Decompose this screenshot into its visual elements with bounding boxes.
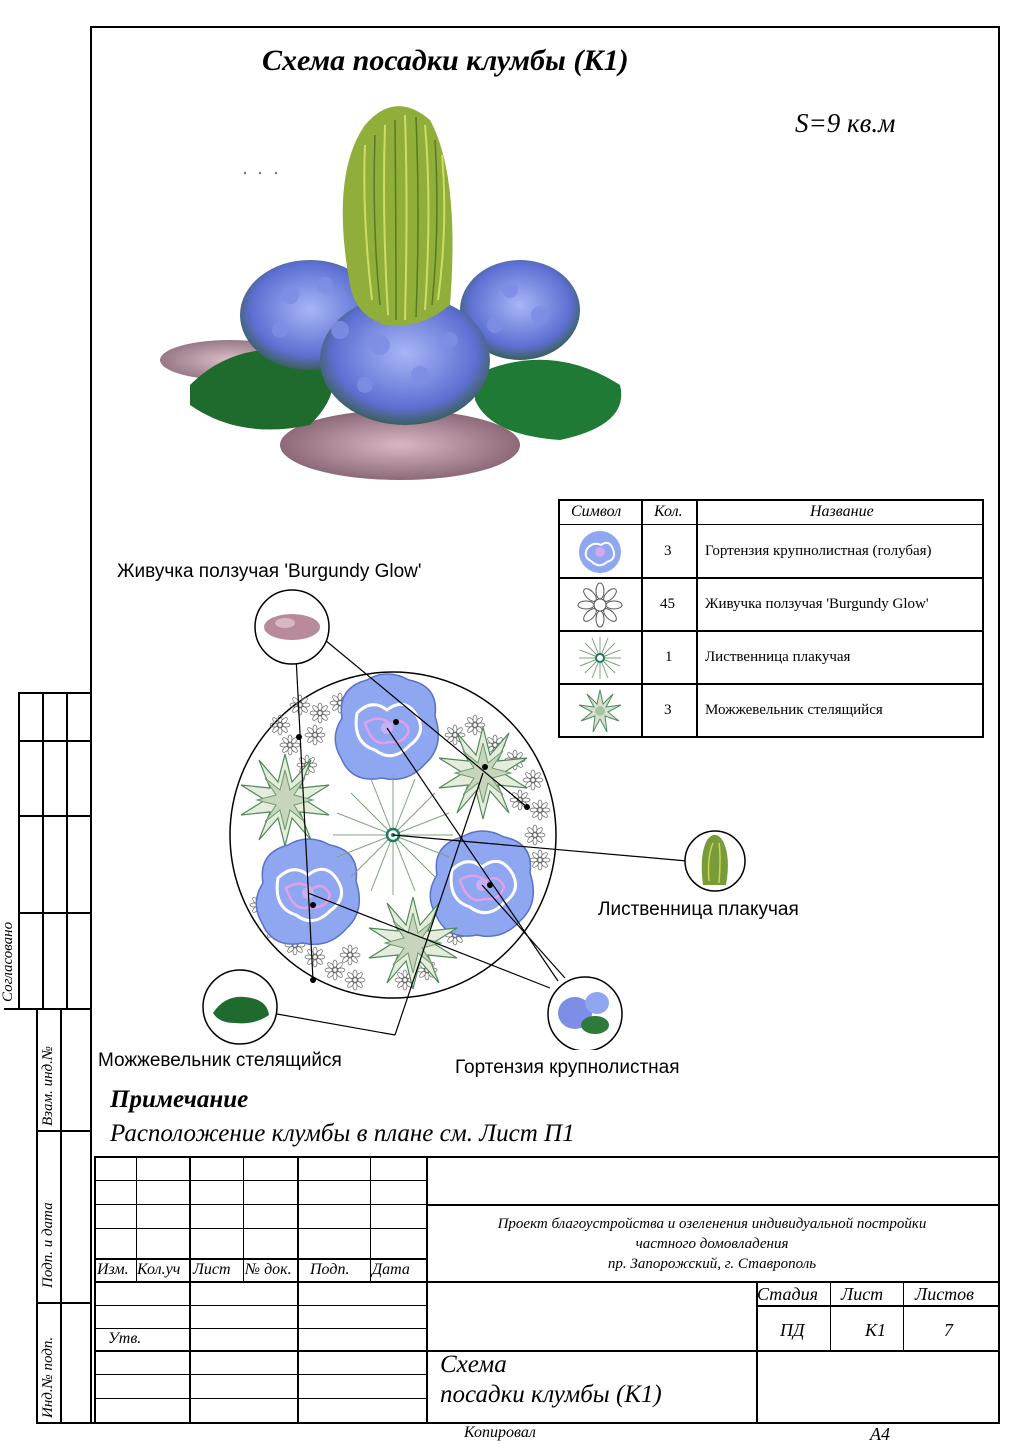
- copied-label: Копировал: [464, 1424, 536, 1441]
- legend-row-count: 45: [660, 596, 675, 612]
- callout-label-larch: Лиственница плакучая: [598, 899, 799, 920]
- stage-value: ПД: [780, 1320, 805, 1340]
- title-block-col-change: Изм.: [97, 1261, 129, 1278]
- callout-label-hydrangea: Гортензия крупнолистная: [455, 1057, 680, 1078]
- legend-row-name: Можжевельник стелящийся: [705, 702, 883, 718]
- note-text: Расположение клумбы в плане см. Лист П1: [110, 1120, 575, 1147]
- title-block-col-sign: Подп.: [310, 1261, 350, 1278]
- note-heading: Примечание: [110, 1086, 249, 1113]
- side-stamp-agreed: Согласовано: [0, 921, 16, 1002]
- side-stamp-sign-date: Подп. и дата: [40, 1202, 56, 1288]
- hydrangea-symbol-icon: [579, 531, 621, 573]
- legend-row-count: 1: [665, 649, 673, 665]
- title-block-col-count: Кол.уч: [137, 1261, 181, 1278]
- project-line-1: Проект благоустройства и озеленения инди…: [497, 1216, 927, 1232]
- legend-header-count: Кол.: [654, 503, 683, 520]
- format-label: А4: [870, 1424, 890, 1444]
- legend-row-count: 3: [664, 543, 672, 559]
- legend-row-count: 3: [664, 702, 672, 718]
- juniper-symbol-icon: [578, 689, 622, 733]
- legend-row-name: Живучка ползучая 'Burgundy Glow': [705, 596, 929, 612]
- title-block-col-doc: № док.: [245, 1261, 292, 1278]
- sheet-title: Схема посадки клумбы (К1): [262, 44, 629, 77]
- drawing-title-line-1: Схема: [440, 1351, 507, 1378]
- sheets-label: Листов: [915, 1284, 974, 1304]
- flowerbed-illustration: [160, 106, 622, 480]
- stage-label: Стадия: [757, 1284, 818, 1304]
- larch-symbol-icon: [579, 637, 621, 679]
- title-block-col-sheet: Лист: [193, 1261, 231, 1278]
- project-line-3: пр. Запорожский, г. Ставрополь: [607, 1256, 817, 1272]
- title-block-approved: Утв.: [108, 1330, 142, 1347]
- legend-row-name: Лиственница плакучая: [705, 649, 851, 665]
- sheet-value: К1: [865, 1320, 886, 1340]
- project-line-2: частного домовладения: [635, 1236, 789, 1252]
- legend-row-name: Гортензия крупнолистная (голубая): [705, 543, 932, 559]
- callout-label-ajuga: Живучка ползучая 'Burgundy Glow': [117, 561, 422, 582]
- sheet-label: Лист: [841, 1284, 884, 1304]
- sheets-value: 7: [944, 1320, 953, 1340]
- legend-header-name: Название: [810, 503, 874, 520]
- ajuga-symbol-icon: [577, 582, 623, 628]
- legend-header-symbol: Символ: [571, 503, 622, 520]
- drawing-title-line-2: посадки клумбы (К1): [440, 1381, 662, 1408]
- title-block-col-date: Дата: [372, 1261, 410, 1278]
- side-stamp-replace-inv: Взам. инд.№: [40, 1045, 56, 1126]
- side-stamp-inv-orig: Инд.№ подп.: [40, 1336, 56, 1418]
- planting-plan: [202, 589, 746, 1050]
- callout-label-juniper: Можжевельник стелящийся: [98, 1050, 342, 1071]
- area-label: S=9 кв.м: [795, 108, 896, 138]
